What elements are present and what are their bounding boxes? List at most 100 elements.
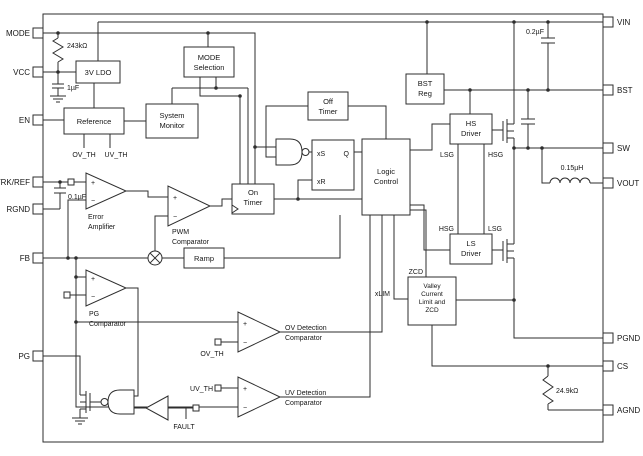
lsg-bot-label: LSG: [488, 226, 502, 233]
uv-comparator-symbol: [237, 376, 282, 418]
pwm-comp-minus: −: [173, 214, 177, 221]
uv-comp-plus: +: [243, 386, 247, 393]
uv-th-ref-label: UV_TH: [105, 152, 128, 159]
ov-comp-plus: +: [243, 321, 247, 328]
block-off-timer-label-2: Timer: [319, 107, 338, 116]
zcd-label: ZCD: [409, 269, 423, 276]
pin-label-bst: BST: [617, 86, 633, 95]
discrete-components: [63, 119, 514, 413]
ov-comp-label-1: OV Detection: [285, 325, 327, 332]
block-reference: [63, 107, 125, 135]
block-hs-driver-label-2: Driver: [461, 129, 482, 138]
block-ls-driver-label-1: LS: [466, 239, 475, 248]
pg-comp-label-1: PG: [89, 311, 99, 318]
block-off-timer: [307, 91, 349, 121]
block-valley-current-limit-zcd: [407, 276, 457, 326]
nand-gate-pg: [107, 389, 135, 415]
right-pins: VIN BST SW VOUT PGND CS AGND: [602, 16, 640, 416]
pin-pgnd: [602, 332, 614, 344]
labels: 243kΩ 1µF 0.1µF 0.2µF 0.15µH 24.9kΩ OV_T…: [67, 29, 583, 431]
block-on-timer-label-1: On: [248, 188, 258, 197]
c-bst-value: 0.2µF: [526, 29, 544, 36]
nand-gate-latch-bubble: [301, 148, 310, 156]
ov-th-pad: [214, 338, 222, 346]
block-off-timer-label-1: Off: [323, 97, 334, 106]
pin-label-trkref: TRK/REF: [0, 178, 30, 187]
pin-label-vout: VOUT: [617, 179, 639, 188]
pin-vout: [602, 177, 614, 189]
pin-label-pg: PG: [18, 352, 30, 361]
uv-comp-label-1: UV Detection: [285, 390, 326, 397]
left-pins: MODE VCC EN TRK/REF RGND FB PG: [0, 27, 44, 362]
block-mode-selection-label-1: MODE: [198, 53, 221, 62]
block-on-timer-label-2: Timer: [244, 198, 263, 207]
fault-label: FAULT: [173, 424, 195, 431]
block-hs-driver-label-1: HS: [466, 119, 476, 128]
pin-cs: [602, 360, 614, 372]
ov-th-label: OV_TH: [200, 351, 223, 358]
uv-comp-minus: −: [243, 405, 247, 412]
pin-label-sw: SW: [617, 144, 630, 153]
pin-rgnd: [32, 203, 44, 215]
block-valley-label-3: Limit and: [419, 299, 446, 306]
block-sr-latch: [311, 139, 355, 191]
block-3v-ldo-label: 3V LDO: [85, 68, 112, 77]
pwm-comp-label-2: Comparator: [172, 239, 210, 246]
block-system-monitor: [145, 103, 199, 139]
block-ramp: [183, 247, 225, 269]
block-ls-driver-label-2: Driver: [461, 249, 482, 258]
ic-boundary: [42, 13, 604, 443]
block-reference-label: Reference: [77, 117, 112, 126]
pg-comp-label-2: Comparator: [89, 321, 127, 328]
pwm-comparator-symbol: [167, 185, 212, 227]
uv-comp-label-2: Comparator: [285, 400, 323, 407]
pin-trkref: [32, 176, 44, 188]
ov-comp-minus: −: [243, 340, 247, 347]
error-amp-label-1: Error: [88, 214, 104, 221]
block-system-monitor-label-1: System: [159, 111, 184, 120]
block-bst-reg-label-2: Reg: [418, 89, 432, 98]
fault-inverter: [144, 395, 169, 421]
error-amp-label-2: Amplifier: [88, 224, 116, 231]
pin-vin: [602, 16, 614, 28]
block-mode-selection-label-2: Selection: [194, 63, 225, 72]
block-bst-reg: [405, 73, 445, 105]
ov-comparator-symbol: [237, 311, 282, 353]
r-cs-value: 24.9kΩ: [556, 388, 578, 395]
pin-sw: [602, 142, 614, 154]
block-bst-reg-label-1: BST: [418, 79, 433, 88]
l-out-value: 0.15µH: [561, 165, 584, 172]
pg-comparator-symbol: [85, 269, 128, 307]
pwm-comp-label-1: PWM: [172, 229, 189, 236]
c-ref-value: 0.1µF: [68, 194, 86, 201]
hsg-top-label: HSG: [488, 152, 503, 159]
pin-agnd: [602, 404, 614, 416]
block-valley-label-2: Current: [421, 291, 443, 298]
pin-label-rgnd: RGND: [6, 205, 30, 214]
pin-fb: [32, 252, 44, 264]
fault-pad: [192, 404, 200, 412]
pin-label-vin: VIN: [617, 18, 631, 27]
uv-th-label: UV_TH: [190, 386, 213, 393]
block-logic-control: [361, 138, 411, 216]
block-logic-control-label-1: Logic: [377, 167, 395, 176]
pin-label-pgnd: PGND: [617, 334, 640, 343]
on-timer-clock-marker: [231, 204, 239, 214]
pin-label-cs: CS: [617, 362, 628, 371]
latch-s-label: xS: [317, 151, 326, 158]
pin-bst: [602, 84, 614, 96]
ls-mosfet: [502, 239, 514, 263]
latch-q-label: Q: [344, 151, 350, 158]
pin-label-en: EN: [19, 116, 30, 125]
pin-label-fb: FB: [20, 254, 30, 263]
junction-dots: [56, 20, 550, 368]
trkref-pad: [67, 178, 75, 186]
error-amplifier-symbol: [85, 172, 128, 210]
ov-th-ref-label: OV_TH: [72, 152, 95, 159]
amplifiers: + − Error Amplifier + − PWM Comparator +…: [85, 172, 327, 418]
lsg-top-label: LSG: [440, 152, 454, 159]
pin-label-mode: MODE: [6, 29, 30, 38]
uv-th-pad: [214, 384, 222, 392]
hs-mosfet: [502, 119, 514, 143]
